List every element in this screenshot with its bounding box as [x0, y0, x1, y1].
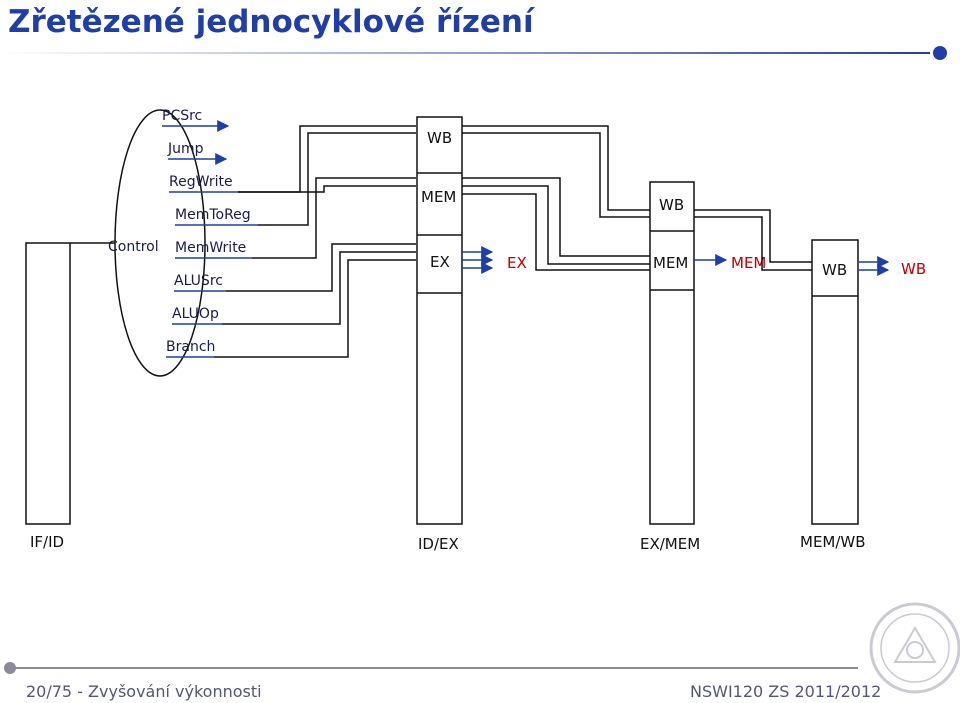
- label-mem-wb: MEM/WB: [800, 533, 866, 551]
- signal-branch: Branch: [166, 339, 215, 355]
- wire-branch: [214, 259, 416, 358]
- control-label: Control: [108, 239, 159, 255]
- wire-alusrc: [226, 243, 416, 292]
- mem-wb-register: [811, 239, 859, 525]
- footer-left: 20/75 - Zvyšování výkonnosti: [26, 682, 262, 701]
- wire-wb-a: [462, 125, 650, 211]
- if-id-register: [25, 242, 71, 525]
- wb-stage-label: WB: [901, 260, 926, 278]
- signal-memtoreg: MemToReg: [175, 207, 251, 223]
- label-ex-mem: EX/MEM: [640, 535, 700, 553]
- page-title: Zřetězené jednocyklové řízení: [8, 4, 535, 40]
- ex-mem-register: [649, 181, 695, 525]
- wire-mem-b: [462, 185, 650, 265]
- ex-stage-label: EX: [507, 254, 527, 272]
- wire-branch-mem: [238, 185, 416, 193]
- university-seal-icon: [869, 602, 960, 694]
- label-if-id: IF/ID: [30, 533, 64, 551]
- signal-regwrite: RegWrite: [169, 174, 233, 190]
- wire-memtoreg: [258, 132, 416, 226]
- wire-wb-b: [462, 132, 650, 218]
- title-rule: [0, 52, 930, 54]
- footer-right: NSWI120 ZS 2011/2012: [690, 682, 881, 701]
- wire-wb-c: [694, 209, 812, 263]
- signal-alusrc: ALUSrc: [174, 273, 223, 289]
- mem-wb-wb: WB: [822, 261, 847, 279]
- signal-pcsrc: PCSrc: [162, 108, 202, 124]
- id-ex-wb: WB: [427, 129, 452, 147]
- wire-mem-c: [462, 193, 650, 271]
- id-ex-mem: MEM: [421, 188, 456, 206]
- wire-aluop: [222, 251, 416, 325]
- title-rule-dot: [933, 46, 947, 60]
- signal-aluop: ALUOp: [172, 306, 219, 322]
- wire-memwrite: [252, 177, 416, 259]
- id-ex-ex: EX: [430, 253, 450, 271]
- label-id-ex: ID/EX: [418, 535, 459, 553]
- mem-stage-label: MEM: [731, 254, 766, 272]
- signal-jump: Jump: [167, 141, 204, 157]
- wire-regwrite: [238, 125, 416, 193]
- id-ex-register: [416, 116, 463, 525]
- wire-wb-d: [694, 216, 812, 271]
- signal-memwrite: MemWrite: [175, 240, 246, 256]
- wire-mem-a: [462, 177, 650, 257]
- ex-mem-wb: WB: [659, 196, 684, 214]
- ex-mem-mem: MEM: [653, 254, 688, 272]
